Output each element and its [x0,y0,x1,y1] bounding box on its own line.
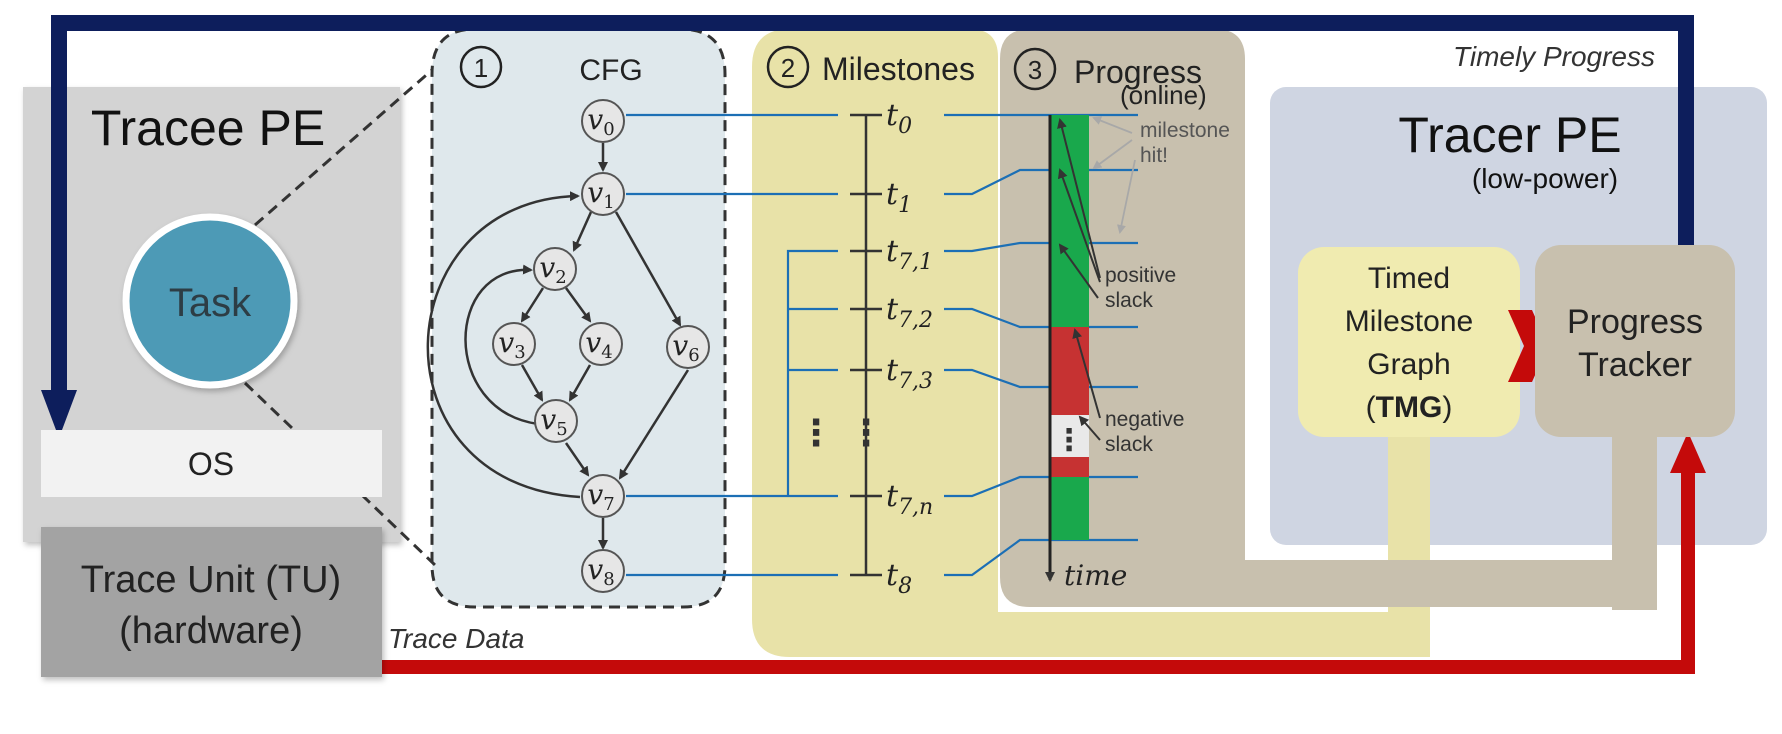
cfg-node-v8 [581,549,625,593]
positive-slack-bar-2 [1050,477,1089,540]
cfg-number-badge [459,45,503,89]
milestones-number: 2 [781,53,795,83]
cfg-node-v4 [579,322,623,366]
connector-line-4 [786,249,838,496]
progress-panel [1000,29,1657,607]
edge-v4-v5 [568,364,592,402]
milestone-hit-label-2: hit! [1140,144,1168,167]
os-box [41,430,382,497]
positive-slack-label-1: positive [1105,264,1176,287]
milestone-label-2: t7,1 [886,234,933,275]
tmg-box [1298,247,1520,437]
trace-unit-title: Trace Unit (TU) [81,559,341,601]
progress-subtitle: (online) [1120,80,1207,110]
edge-v5-v2-loop [464,264,539,426]
milestone-label-1: t1 [886,177,912,218]
cfg-node-label-v4: v4 [585,326,612,363]
trace-unit-box [41,527,382,677]
trace-data-label: Trace Data [388,623,524,654]
task-circle [122,213,298,389]
task-label: Task [169,281,252,325]
tracer-pe-title: Tracer PE [1398,107,1621,163]
progress-number-badge [1013,47,1057,91]
edge-v2-v4 [564,287,592,323]
milestone-ellipsis-1: ⋮ [798,412,834,453]
cfg-node-v5 [534,399,578,443]
cfg-node-v3 [492,322,536,366]
cfg-node-label-v3: v3 [498,326,525,363]
cfg-node-label-v7: v7 [587,478,614,515]
cfg-number: 1 [474,53,488,83]
milestone-ticks: t0 t1 t7,1 t7,2 t7,3 t7,n t8 [850,98,933,599]
cfg-edges [426,143,690,550]
negative-slack-bar-2 [1050,457,1089,477]
milestones-number-badge [766,45,810,89]
trace-data-arrowhead [1670,432,1706,473]
tracker-line-2: Tracker [1578,346,1692,384]
timely-progress-label: Timely Progress [1453,41,1655,72]
tmg-line-4: (TMG) [1366,391,1453,424]
edge-v1-v2 [572,211,593,252]
timely-progress-arrow [51,15,1694,395]
cfg-node-label-v8: v8 [587,553,614,590]
edge-v3-v5 [520,364,544,402]
trace-data-arrow [378,470,1695,674]
cfg-node-label-v6: v6 [672,329,699,366]
progress-tracker-box [1535,245,1735,437]
tracker-stem [1612,420,1657,610]
milestone-ellipsis-2: ⋮ [848,412,884,453]
slack-arrows [1057,118,1101,441]
cfg-node-v0 [581,99,625,143]
zoom-line-top [254,68,433,227]
positive-slack-label-2: slack [1105,289,1153,312]
milestone-label-5: t7,n [886,479,933,520]
tracer-pe-subtitle: (low-power) [1472,163,1618,194]
tmg-line-3: Graph [1367,348,1450,381]
milestone-label-0: t0 [886,98,912,139]
cfg-nodes: v0 v1 v2 v3 v4 v5 v6 v7 v8 [492,99,710,593]
cfg-panel [430,27,727,609]
progress-title: Progress [1074,54,1202,90]
negative-slack-bar-1 [1050,327,1089,415]
cfg-node-label-v2: v2 [539,251,566,288]
cfg-node-v6 [666,325,710,369]
cfg-node-label-v1: v1 [587,176,614,213]
progress-number: 3 [1028,55,1042,85]
edge-v7-v1-loop [426,191,581,499]
edge-v2-v3 [520,287,545,323]
cfg-node-label-v0: v0 [587,103,614,140]
negative-slack-label-2: slack [1105,433,1153,456]
cfg-node-label-v5: v5 [540,403,567,440]
timely-progress-arrowhead [41,390,77,438]
edge-v5-v7 [564,442,590,477]
tracee-pe-title: Tracee PE [91,100,325,156]
cfg-node-v2 [533,247,577,291]
milestones-panel [752,29,1430,657]
edge-v6-v7 [618,369,690,480]
progress-ellipsis: ⋮ [1054,424,1084,457]
edge-v1-v6 [614,211,682,327]
milestone-hit-arrows [1092,116,1136,234]
cfg-node-v7 [581,474,625,518]
cfg-node-v1 [581,172,625,216]
time-label: time [1064,559,1127,592]
milestones-title: Milestones [822,51,975,87]
tracker-line-1: Progress [1567,303,1703,341]
tmg-line-2: Milestone [1345,305,1473,338]
milestone-label-4: t7,3 [886,353,933,394]
os-label: OS [188,446,234,482]
cfg-title: CFG [579,54,642,87]
trace-unit-subtitle: (hardware) [119,610,303,652]
positive-slack-bar-1 [1050,115,1089,327]
milestone-hit-label-1: milestone [1140,119,1230,142]
milestone-label-3: t7,2 [886,292,933,333]
milestone-label-6: t8 [886,558,912,599]
negative-slack-label-1: negative [1105,408,1184,431]
tmg-line-1: Timed [1368,262,1450,295]
